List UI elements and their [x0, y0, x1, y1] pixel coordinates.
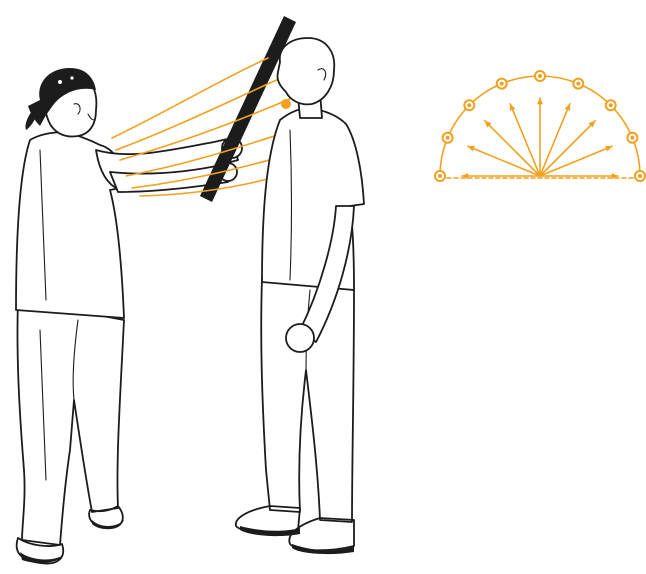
diagram-marker-dot	[576, 82, 580, 86]
diagram-marker-dot	[538, 74, 542, 78]
trainer-figure	[16, 68, 242, 564]
diagram-spokes	[435, 71, 645, 181]
trainer-pants	[17, 300, 124, 545]
diagram-spoke	[485, 121, 540, 176]
target-point	[281, 99, 291, 109]
direction-diagram	[435, 71, 645, 181]
diagram-marker-dot	[438, 174, 442, 178]
diagram-marker-dot	[500, 82, 504, 86]
diagram-marker-dot	[609, 103, 613, 107]
partner-figure	[236, 38, 364, 554]
diagram-marker-dot	[638, 174, 642, 178]
partner-head	[277, 38, 334, 104]
partner-shirt	[262, 108, 364, 290]
diagram-spoke	[540, 121, 595, 176]
diagram-marker-dot	[467, 103, 471, 107]
arrow-head-icon	[537, 98, 543, 104]
diagram-marker-dot	[630, 136, 634, 140]
diagram-marker-dot	[446, 136, 450, 140]
partner-fist	[286, 324, 314, 352]
